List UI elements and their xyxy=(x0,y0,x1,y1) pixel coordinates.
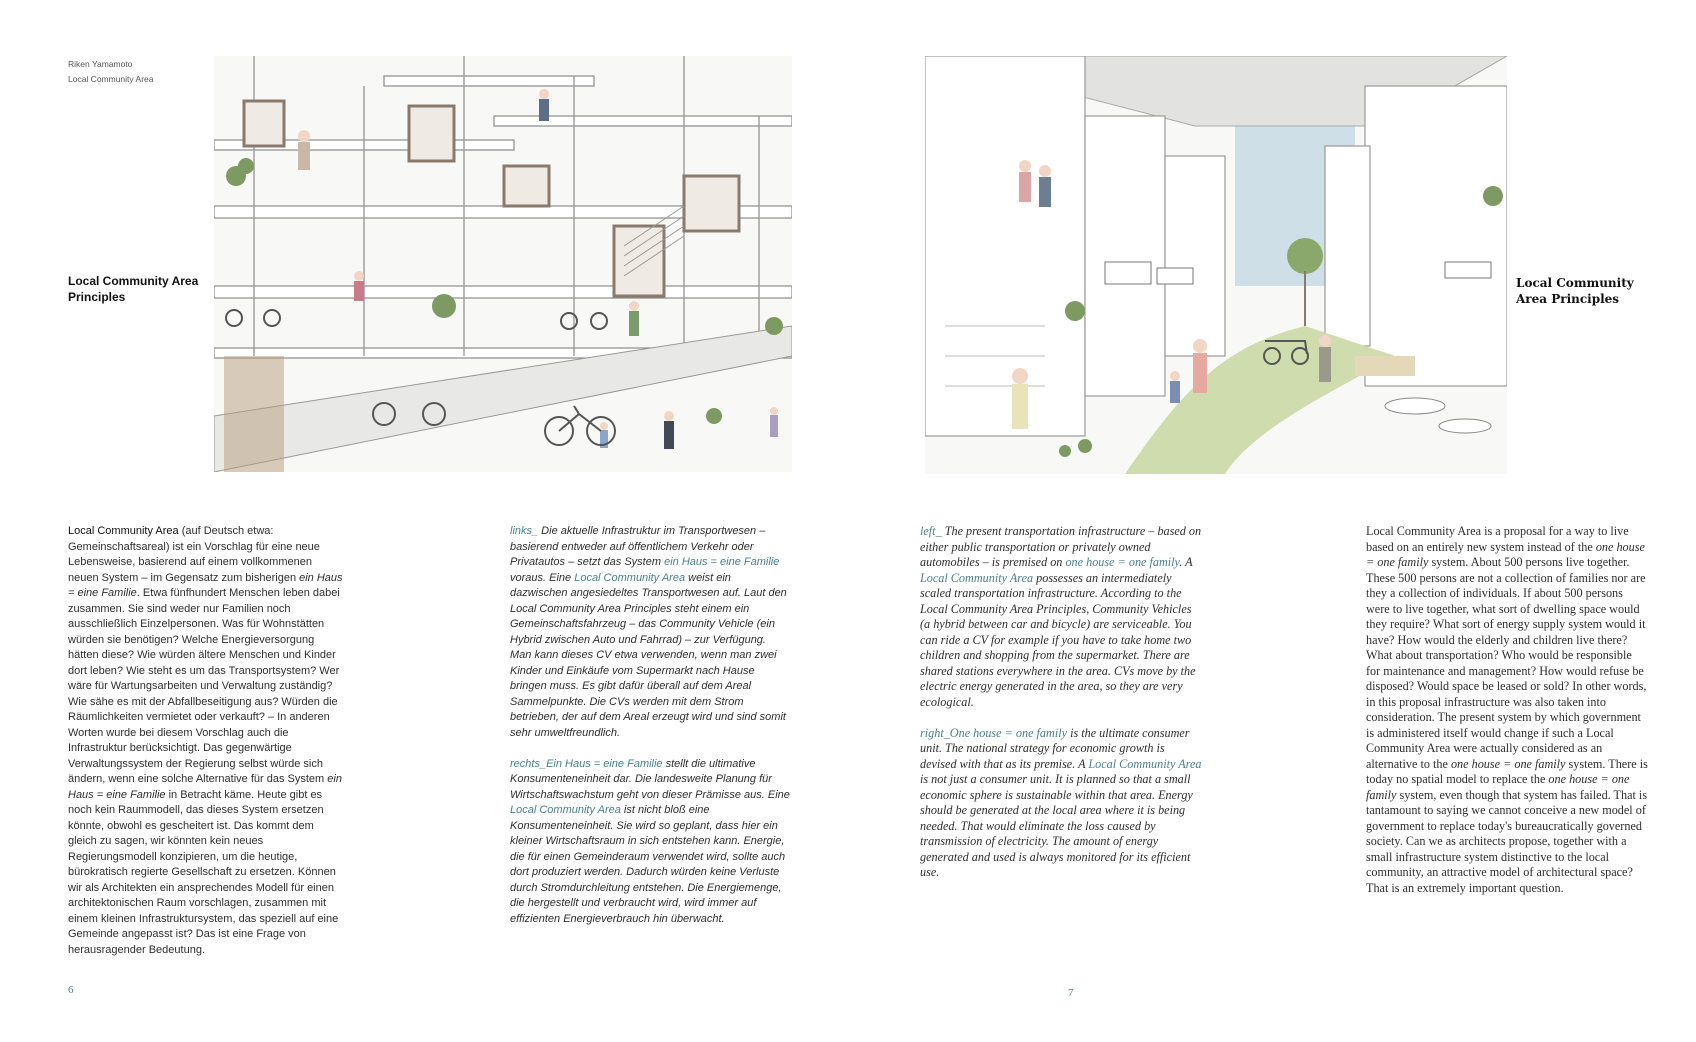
text-run: (auf Deutsch etwa: Gemeinschaftsareal) i… xyxy=(68,525,320,584)
col-german-captions: links_ Die aktuelle Infrastruktur im Tra… xyxy=(510,524,790,927)
highlight-term: Ein Haus = eine Familie xyxy=(546,757,663,770)
lead-term: Local Community Area xyxy=(68,525,179,537)
text-run: system. About 500 persons live together.… xyxy=(1366,555,1647,771)
caption-rechts: rechts_Ein Haus = eine Familie stellt di… xyxy=(510,757,790,928)
caption-right: right_One house = one family is the ulti… xyxy=(920,726,1202,881)
text-run: ist nicht bloß eine Konsumenteneinheit. … xyxy=(510,804,786,925)
left-sidehead: Local Community Area Principles xyxy=(68,274,199,304)
text-run: weist ein dazwischen angesiedeltes Trans… xyxy=(510,571,787,739)
english-main-paragraph: Local Community Area is a proposal for a… xyxy=(1366,524,1648,896)
text-run: is the ultimate consumer unit. The natio… xyxy=(920,725,1190,771)
text-run: is not just a consumer unit. It is plann… xyxy=(920,772,1193,879)
text-run: voraus. Eine xyxy=(510,571,575,584)
emphasis: one house = one family xyxy=(1450,756,1566,771)
text-run: stellt die ultimative Konsumenteneinheit… xyxy=(510,757,790,801)
emphasis: ein Haus = eine Familie xyxy=(68,571,343,600)
text-run: possesses an intermediately scaled trans… xyxy=(920,570,1196,709)
highlight-term: Local Community Area xyxy=(510,804,621,816)
text-run: The present transportation infrastructur… xyxy=(920,524,1202,569)
text-run: . A xyxy=(1179,555,1193,569)
text-run: Local Community Area is a proposal for a… xyxy=(1366,524,1629,554)
col-english-main: Local Community Area is a proposal for a… xyxy=(1366,524,1648,896)
highlight-term: One house = one family xyxy=(949,725,1068,740)
highlight-term: Local Community Area xyxy=(574,571,686,584)
highlight-term: ein Haus = eine Familie xyxy=(664,556,780,568)
caption-key: rechts_ xyxy=(510,757,547,770)
highlight-term: Local Community Area xyxy=(920,570,1034,585)
caption-key: right_ xyxy=(920,725,950,740)
text-run: system. There is today no spatial model … xyxy=(1366,756,1648,787)
caption-key: left_ xyxy=(920,524,942,538)
highlight-term: Local Community Area xyxy=(1088,756,1202,771)
emphasis: one house = one family xyxy=(1366,772,1630,802)
emphasis: one house = one family xyxy=(1366,539,1645,570)
text-run: in Betracht käme. Heute gibt es noch kei… xyxy=(68,788,339,956)
text-run: . Etwa fünfhundert Menschen leben dabei … xyxy=(68,587,340,785)
running-header: Riken Yamamoto Local Community Area xyxy=(68,57,154,87)
header-subtitle: Local Community Area xyxy=(68,74,154,84)
author-name: Riken Yamamoto xyxy=(68,59,133,69)
highlight-term: one house = one family xyxy=(1065,555,1180,569)
page-number-right: 7 xyxy=(1068,987,1074,999)
emphasis: ein Haus = eine Familie xyxy=(68,773,342,801)
caption-left: left_ The present transportation infrast… xyxy=(920,524,1202,710)
col-english-captions: left_ The present transportation infrast… xyxy=(920,524,1202,881)
street-illustration xyxy=(925,56,1507,474)
col-german-main: Local Community Area (auf Deutsch etwa: … xyxy=(68,524,344,958)
german-main-paragraph: Local Community Area (auf Deutsch etwa: … xyxy=(68,524,344,958)
building-illustration xyxy=(214,56,792,472)
page-number-left: 6 xyxy=(68,984,74,996)
caption-key: links_ xyxy=(510,525,539,537)
caption-links: links_ Die aktuelle Infrastruktur im Tra… xyxy=(510,524,790,741)
text-run: Die aktuelle Infrastruktur im Transportw… xyxy=(510,525,766,568)
right-sidehead: Local Community Area Principles xyxy=(1516,276,1634,306)
text-run: system, even though that system has fail… xyxy=(1366,787,1648,895)
